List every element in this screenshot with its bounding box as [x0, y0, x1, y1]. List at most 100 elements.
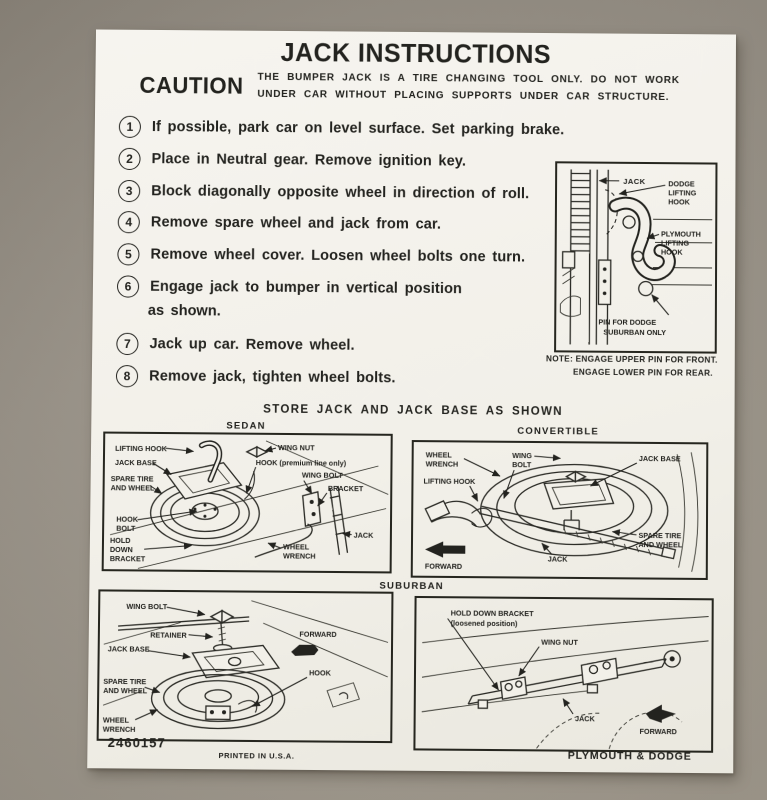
- sedan-hook-premium-label: HOOK (premium line only): [256, 458, 347, 468]
- step-4: 4 Remove spare wheel and jack from car.: [117, 211, 442, 236]
- suburban-left-diagram-panel: WING BOLT RETAINER JACK BASE SPARE TIRE …: [97, 589, 394, 743]
- step-3-text: Block diagonally opposite wheel in direc…: [151, 183, 530, 203]
- sedan-jack-base-label: JACK BASE: [115, 458, 157, 467]
- sedan-spare-tire-label-1: SPARE TIRE: [111, 474, 154, 483]
- caution-text: THE BUMPER JACK IS A TIRE CHANGING TOOL …: [257, 69, 718, 107]
- suburban-hook-label: HOOK: [309, 668, 332, 677]
- convertible-forward-label: FORWARD: [425, 562, 462, 571]
- sedan-lifting-hook-label: LIFTING HOOK: [115, 444, 168, 454]
- bumper-jack-diagram-panel: JACK DODGE LIFTING HOOK PLYMOUTH LIFTING…: [554, 161, 717, 353]
- suburban-right-labels: HOLD DOWN BRACKET (loosened position) WI…: [447, 608, 678, 736]
- step-2-number: 2: [118, 147, 141, 171]
- step-6: 6 Engage jack to bumper in vertical posit…: [116, 275, 463, 300]
- sedan-hold-down-label-1: HOLD: [110, 536, 131, 545]
- sedan-diagram: LIFTING HOOK JACK BASE SPARE TIRE AND WH…: [104, 434, 391, 572]
- sedan-labels: LIFTING HOOK JACK BASE SPARE TIRE AND WH…: [110, 442, 375, 566]
- page-title: JACK INSTRUCTIONS: [280, 36, 552, 70]
- convertible-diagram-panel: WHEEL WRENCH WING BOLT JACK BASE LIFTING…: [411, 440, 709, 580]
- step-6-text-line-2: as shown.: [147, 302, 221, 320]
- convertible-labels: WHEEL WRENCH WING BOLT JACK BASE LIFTING…: [423, 450, 683, 572]
- sedan-bracket-label: BRACKET: [328, 484, 364, 493]
- sedan-hold-down-label-3: BRACKET: [110, 554, 146, 563]
- dodge-hook-label-1: DODGE: [668, 179, 695, 188]
- dodge-hook-art: [605, 190, 618, 236]
- step-6-number: 6: [116, 275, 140, 298]
- sedan-wing-bolt-label: WING BOLT: [302, 470, 344, 479]
- convertible-lifting-hook-label: LIFTING HOOK: [424, 477, 477, 487]
- jack-instructions-decal: JACK INSTRUCTIONS CAUTION THE BUMPER JAC…: [87, 29, 736, 773]
- pin-label-group: PIN FOR DODGE SUBURBAN ONLY: [598, 294, 668, 337]
- suburban-spare-tire-label-1: SPARE TIRE: [103, 677, 146, 686]
- sedan-trunk-art: [110, 440, 389, 571]
- hold-down-bracket-label-1: HOLD DOWN BRACKET: [451, 608, 535, 618]
- convertible-jack-label: JACK: [548, 554, 569, 563]
- plymouth-hook-label-2: LIFTING: [661, 238, 689, 247]
- suburban-wing-nut-label: WING NUT: [541, 638, 578, 647]
- hold-down-bracket-label-2: (loosened position): [451, 619, 518, 629]
- suburban-left-labels: WING BOLT RETAINER JACK BASE SPARE TIRE …: [103, 602, 337, 736]
- step-5-number: 5: [117, 243, 140, 266]
- sedan-hook-bolt-label-2: BOLT: [116, 524, 136, 533]
- step-3: 3 Block diagonally opposite wheel in dire…: [118, 179, 530, 205]
- pin-label-2: SUBURBAN ONLY: [603, 328, 666, 338]
- dodge-hook-label-3: HOOK: [668, 197, 690, 206]
- suburban-wing-bolt-label: WING BOLT: [126, 602, 168, 611]
- step-7-number: 7: [116, 332, 139, 356]
- suburban-jack-base-label: JACK BASE: [108, 644, 150, 653]
- step-1-number: 1: [118, 115, 142, 138]
- step-2: 2 Place in Neutral gear. Remove ignition …: [118, 147, 467, 173]
- suburban-right-forward-label: FORWARD: [640, 727, 677, 736]
- sedan-jack-label: JACK: [354, 531, 375, 540]
- jack-column-art: [560, 169, 608, 344]
- step-4-number: 4: [117, 211, 140, 234]
- suburban-wheel-wrench-label-2: WRENCH: [103, 725, 136, 734]
- sedan-wheel-wrench-label-2: WRENCH: [283, 551, 316, 560]
- note-text: NOTE: ENGAGE UPPER PIN FOR FRONT. ENGAGE…: [546, 352, 718, 380]
- convertible-spare-tire-label-1: SPARE TIRE: [638, 531, 681, 540]
- suburban-right-diagram-panel: HOLD DOWN BRACKET (loosened position) WI…: [413, 596, 713, 753]
- convertible-diagram: WHEEL WRENCH WING BOLT JACK BASE LIFTING…: [413, 442, 707, 578]
- step-3-number: 3: [118, 179, 141, 203]
- plymouth-hook-label-1: PLYMOUTH: [661, 229, 701, 238]
- sedan-hold-down-label-2: DOWN: [110, 545, 133, 554]
- note-line-1: NOTE: ENGAGE UPPER PIN FOR FRONT.: [545, 354, 718, 365]
- convertible-wing-bolt-label-2: BOLT: [512, 460, 532, 469]
- step-7-text: Jack up car. Remove wheel.: [149, 336, 355, 354]
- sedan-title: SEDAN: [226, 420, 266, 432]
- convertible-title: CONVERTIBLE: [517, 425, 599, 438]
- suburban-right-jack-label: JACK: [575, 714, 596, 723]
- caution-line-2: UNDER CAR WITHOUT PLACING SUPPORTS UNDER…: [257, 88, 670, 104]
- note-line-2: ENGAGE LOWER PIN FOR REAR.: [572, 367, 713, 378]
- sedan-diagram-panel: LIFTING HOOK JACK BASE SPARE TIRE AND WH…: [102, 432, 393, 574]
- brand-name: PLYMOUTH & DODGE: [567, 749, 692, 763]
- step-1: 1 If possible, park car on level surface.…: [118, 115, 565, 142]
- dodge-hook-label-2: LIFTING: [668, 188, 696, 197]
- sedan-hook-bolt-label-1: HOOK: [116, 515, 139, 524]
- caution-label: CAUTION: [139, 71, 244, 99]
- convertible-wing-bolt-label-1: WING: [512, 451, 532, 460]
- convertible-jack-base-label: JACK BASE: [639, 454, 681, 463]
- step-1-text: If possible, park car on level surface. …: [151, 119, 565, 139]
- jack-label: JACK: [623, 177, 645, 186]
- step-2-text: Place in Neutral gear. Remove ignition k…: [151, 151, 467, 170]
- suburban-forward-label: FORWARD: [299, 630, 336, 639]
- step-4-text: Remove spare wheel and jack from car.: [150, 214, 442, 233]
- suburban-wheel-wrench-label-1: WHEEL: [103, 715, 130, 724]
- pin-label-1: PIN FOR DODGE: [598, 317, 656, 327]
- bumper-jack-diagram: JACK DODGE LIFTING HOOK PLYMOUTH LIFTING…: [556, 163, 715, 351]
- plymouth-hook-label-group: PLYMOUTH LIFTING HOOK: [647, 229, 701, 257]
- sedan-wheel-wrench-label-1: WHEEL: [283, 542, 310, 551]
- step-5-text: Remove wheel cover. Loosen wheel bolts o…: [150, 246, 526, 266]
- suburban-left-art: [103, 600, 389, 730]
- printed-in-usa: PRINTED IN U.S.A.: [218, 750, 295, 761]
- convertible-spare-tire-label-2: AND WHEEL: [638, 540, 682, 549]
- suburban-right-diagram: HOLD DOWN BRACKET (loosened position) WI…: [415, 598, 711, 751]
- sedan-wing-nut-label: WING NUT: [278, 443, 315, 452]
- storage-heading: STORE JACK AND JACK BASE AS SHOWN: [263, 403, 563, 418]
- suburban-spare-tire-label-2: AND WHEEL: [103, 686, 148, 696]
- part-number: 2460157: [107, 734, 166, 751]
- step-6-text: Engage jack to bumper in vertical positi…: [150, 278, 463, 298]
- sedan-spare-tire-label-2: AND WHEEL: [111, 483, 155, 492]
- plymouth-hook-art: [599, 203, 670, 305]
